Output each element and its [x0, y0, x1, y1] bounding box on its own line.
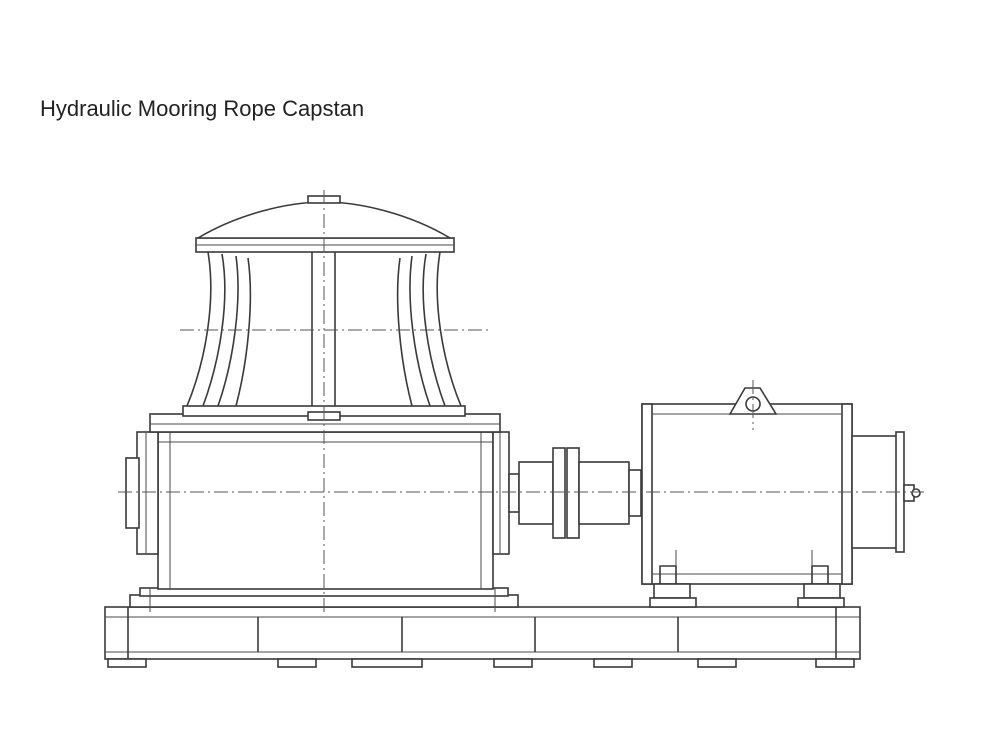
gearbox-housing [125, 413, 519, 612]
shaft-coupling [508, 447, 642, 539]
base-frame [104, 606, 861, 668]
page-title: Hydraulic Mooring Rope Capstan [40, 96, 365, 121]
hydraulic-motor [641, 387, 921, 608]
centerlines [118, 190, 925, 612]
